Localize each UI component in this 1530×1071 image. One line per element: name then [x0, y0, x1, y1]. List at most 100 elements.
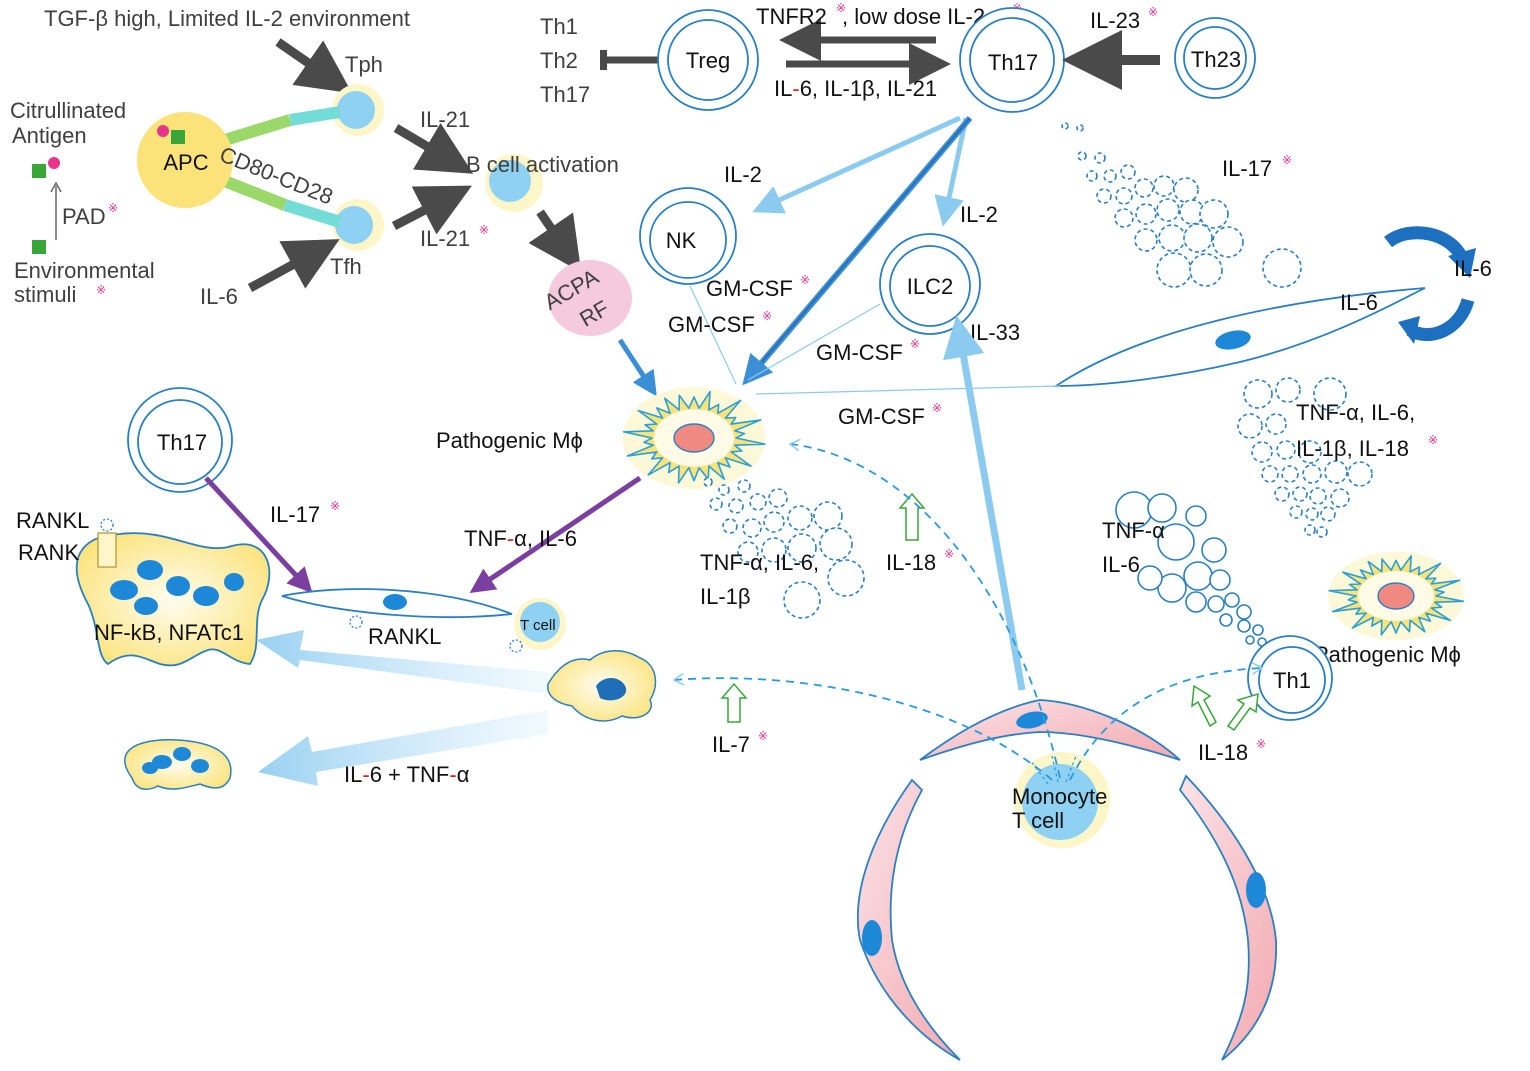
il18-right-mark: ※ — [1256, 737, 1266, 751]
il6-tnf-c: 6 + TNF — [370, 762, 450, 787]
tnf-center-line2: IL-1β — [700, 584, 751, 609]
th2-list-label: Th2 — [540, 48, 578, 73]
nk-label: NK — [666, 228, 697, 253]
t-cell-axis-group: Th1 Th2 Th17 Treg TNFR2 ※ , low dose IL-… — [540, 1, 1256, 429]
il6-tnf-dash1: - — [362, 762, 369, 787]
ilc2-to-macrophage-thin — [747, 303, 881, 381]
tph-cell — [337, 91, 375, 129]
right-bubble — [1289, 505, 1303, 519]
il21-bottom-mark: ※ — [479, 223, 489, 237]
th1-bubble — [1237, 619, 1251, 633]
il7-label: IL-7 — [712, 732, 750, 757]
antigen-label: Antigen — [12, 123, 87, 148]
il17-top-mark: ※ — [1282, 153, 1292, 167]
apc-group: TGF-β high, Limited IL-2 environment Tph… — [10, 6, 657, 397]
il18-right-label: IL-18 — [1198, 740, 1248, 765]
osteoclast-small — [124, 739, 232, 791]
il17-bubble — [1134, 178, 1154, 198]
il17-bubble — [1212, 226, 1244, 258]
gmcsf3-label: GM-CSF — [816, 340, 903, 365]
right-bubble — [1320, 506, 1336, 522]
right-bubble — [1275, 377, 1301, 403]
osteoclast-small-nucleus-2 — [173, 747, 191, 761]
osteoclast-nucleus-1 — [110, 580, 138, 600]
macrophage-to-fibroblast-arrow — [469, 475, 642, 593]
right-bubble — [1251, 441, 1273, 463]
il23-mark: ※ — [1148, 5, 1158, 19]
il21-bottom-label: IL-21 — [420, 226, 470, 251]
preosteoclast-to-small-osteoclast-arrow — [258, 710, 548, 786]
center-bubble — [749, 493, 767, 511]
center-bubble — [787, 533, 817, 563]
environmental-square — [32, 240, 46, 254]
pathogenic-mphi-label: Pathogenic Mϕ — [436, 428, 583, 453]
il17-bubble — [1153, 175, 1175, 197]
osteoclast-nucleus-3 — [166, 576, 190, 596]
il6-loop-label: IL-6 — [1454, 256, 1492, 281]
treg-cell-inner — [667, 19, 749, 101]
gmcsf2-mark: ※ — [762, 309, 772, 323]
gmcsf1-label: GM-CSF — [706, 276, 793, 301]
osteoclast-nucleus-4 — [193, 586, 219, 606]
nfkb-nfatc1-label: NF-kB, NFATc1 — [94, 620, 244, 645]
il6-tnf-dash2: - — [449, 762, 456, 787]
th1-bubble — [1219, 613, 1233, 627]
il17-bubble — [1199, 199, 1229, 229]
th1-bubble — [1224, 592, 1240, 608]
apc-antigen-square — [171, 130, 185, 144]
il6-tnf-a: IL — [344, 762, 362, 787]
il6-fibroblast-label: IL-6 — [1340, 290, 1378, 315]
tgf-to-tph-arrow — [275, 38, 353, 94]
th17-to-ilc2-arrow — [934, 117, 969, 227]
citrullinated-dot — [48, 157, 60, 169]
tcell-small-label: T cell — [520, 617, 556, 634]
il17-bubble — [1156, 252, 1192, 288]
th17-to-fibroblast-arrow — [204, 476, 313, 594]
tph-to-bcell-arrow — [393, 123, 474, 174]
pad-mark: ※ — [108, 201, 118, 215]
tgf-label: TGF-β high, Limited IL-2 environment — [44, 6, 410, 31]
citrullinated-label: Citrullinated — [10, 98, 126, 123]
right-cytokine-bubbles — [1237, 377, 1373, 538]
center-bubble — [703, 477, 713, 487]
right-bubble — [1274, 486, 1290, 502]
right-bubble — [1276, 440, 1296, 460]
il6-top-dash: - — [792, 76, 799, 101]
th17-list-label: Th17 — [540, 82, 590, 107]
ilc2-label: ILC2 — [907, 274, 953, 299]
il6-loop-upper-head — [1448, 248, 1476, 278]
apc-tph-connector-cyan — [289, 106, 341, 126]
endothelial-right-nucleus — [1246, 872, 1266, 908]
pathogenic-macrophage-center — [622, 387, 766, 489]
il17-left-label: IL-17 — [270, 502, 320, 527]
center-bubble — [722, 518, 738, 534]
gmcsf2-label: GM-CSF — [668, 312, 755, 337]
bcell — [489, 160, 531, 202]
ilc2-cell-inner — [889, 245, 971, 327]
il6-top-c: 6, IL-1β, IL-21 — [800, 76, 937, 101]
th1-bubble — [1137, 565, 1163, 591]
right-bubble — [1298, 440, 1322, 464]
il6-tfh-label: IL-6 — [200, 284, 238, 309]
nk-to-macrophage-thin — [689, 285, 737, 385]
il17-bubble — [1076, 124, 1084, 132]
th17-top-label: Th17 — [988, 50, 1038, 75]
th1-bubble — [1185, 505, 1207, 527]
right-bubble — [1316, 526, 1328, 538]
il17-bubble — [1262, 248, 1302, 288]
il17-bubble — [1061, 122, 1069, 130]
tnf-center-line1: TNF-α, IL-6, — [700, 550, 819, 575]
osteoclast-small-nucleus-3 — [191, 759, 209, 773]
tnf-left-a: TNF — [464, 526, 507, 551]
th1-label: Th1 — [1273, 668, 1311, 693]
rankl-receptor-vesicle — [100, 518, 114, 532]
stimuli-label: stimuli — [14, 282, 76, 307]
treg-label: Treg — [686, 48, 730, 73]
right-bubble — [1309, 487, 1327, 505]
macrophage-nucleus — [1377, 582, 1415, 610]
right-bubble — [1237, 413, 1263, 439]
il6-il1b-il21-label: IL-6, IL-1β, IL-21 — [774, 76, 937, 101]
th17-left-label: Th17 — [157, 430, 207, 455]
il17-bubble — [1077, 151, 1087, 161]
macrophage-cytokine-bubbles — [703, 477, 865, 619]
